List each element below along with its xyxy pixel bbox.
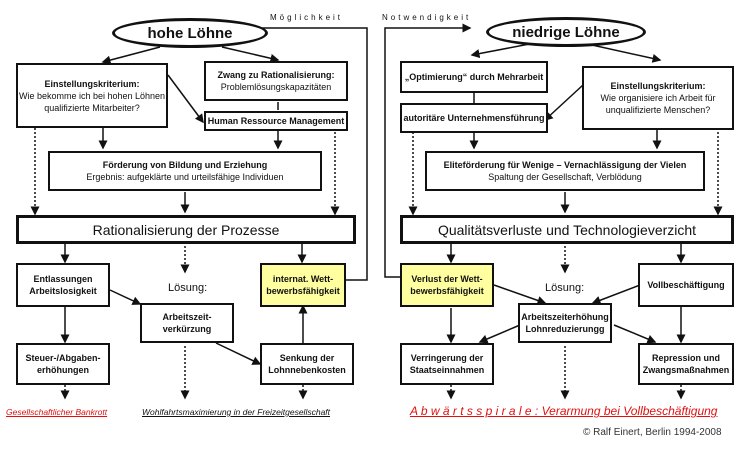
tax-increase-box: Steuer-/Abgaben-erhöhungen	[16, 343, 110, 385]
rationalization-text: Problemlösungskapazitäten	[220, 82, 332, 92]
left-criterion-title: Einstellungskriterium:	[44, 78, 140, 89]
revenue-decrease-box: Verringerung der Staatseinnahmen	[400, 343, 494, 385]
low-wages-node: niedrige Löhne	[486, 17, 646, 47]
wage-costs-box: Senkung der Lohnnebenkosten	[260, 343, 354, 385]
elite-box: Eliteförderung für Wenige – Vernachlässi…	[425, 151, 705, 191]
left-criterion-box: Einstellungskriterium: Wie bekomme ich b…	[16, 63, 168, 128]
education-title: Förderung von Bildung und Erziehung	[102, 160, 268, 170]
full-employment-box: Vollbeschäftigung	[638, 263, 734, 307]
repression-box: Repression und Zwangsmaßnahmen	[638, 343, 734, 385]
right-criterion-box: Einstellungskriterium: Wie organisiere i…	[582, 66, 734, 130]
process-rationalization-box: Rationalisierung der Prozesse	[16, 215, 356, 244]
bankruptcy-footer: Gesellschaftlicher Bankrott	[6, 407, 108, 417]
rationalization-pressure-box: Zwang zu Rationalisierung: Problemlösung…	[204, 61, 348, 101]
quality-loss-box: Qualitätsverluste und Technologieverzich…	[400, 215, 734, 244]
downward-spiral-footer: A b w ä r t s s p i r a l e : Verarmung …	[410, 404, 718, 418]
worktime-increase-box: Arbeitszeiterhöhung Lohnreduzierungg	[518, 303, 612, 343]
elite-text: Spaltung der Gesellschaft, Verblödung	[488, 172, 642, 182]
right-solution-label: Lösung:	[545, 282, 585, 294]
hrm-box: Human Ressource Management	[204, 111, 348, 131]
worktime-reduction-box: Arbeitszeit-verkürzung	[140, 303, 234, 343]
elite-title: Eliteförderung für Wenige – Vernachlässi…	[443, 160, 687, 170]
education-box: Förderung von Bildung und Erziehung Erge…	[48, 151, 322, 191]
possibility-label: Möglichkeit	[270, 13, 344, 22]
competitiveness-loss-box: Verlust der Wett-bewerbsfähigkeit	[400, 263, 494, 307]
layoffs-box: Entlassungen Arbeitslosigkeit	[16, 263, 110, 307]
rationalization-title: Zwang zu Rationalisierung:	[217, 70, 335, 80]
left-criterion-text: Wie bekomme ich bei hohen Löhnen qualifi…	[18, 90, 166, 113]
education-text: Ergebnis: aufgeklärte und urteilsfähige …	[86, 172, 284, 182]
competitiveness-box: internat. Wett-bewerbsfähigkeit	[260, 263, 346, 307]
welfare-footer: Wohlfahrtsmaximierung in der Freizeitges…	[142, 407, 331, 417]
high-wages-node: hohe Löhne	[112, 18, 268, 48]
copyright: © Ralf Einert, Berlin 1994-2008	[583, 427, 722, 438]
left-solution-label: Lösung:	[168, 282, 208, 294]
right-criterion-title: Einstellungskriterium:	[610, 81, 706, 91]
optimization-box: „Optimierung“ durch Mehrarbeit	[400, 61, 548, 93]
right-criterion-text: Wie organisiere ich Arbeit für unqualifi…	[600, 93, 716, 115]
necessity-label: Notwendigkeit	[382, 13, 472, 22]
authoritarian-box: autoritäre Unternehmensführung	[400, 103, 548, 133]
